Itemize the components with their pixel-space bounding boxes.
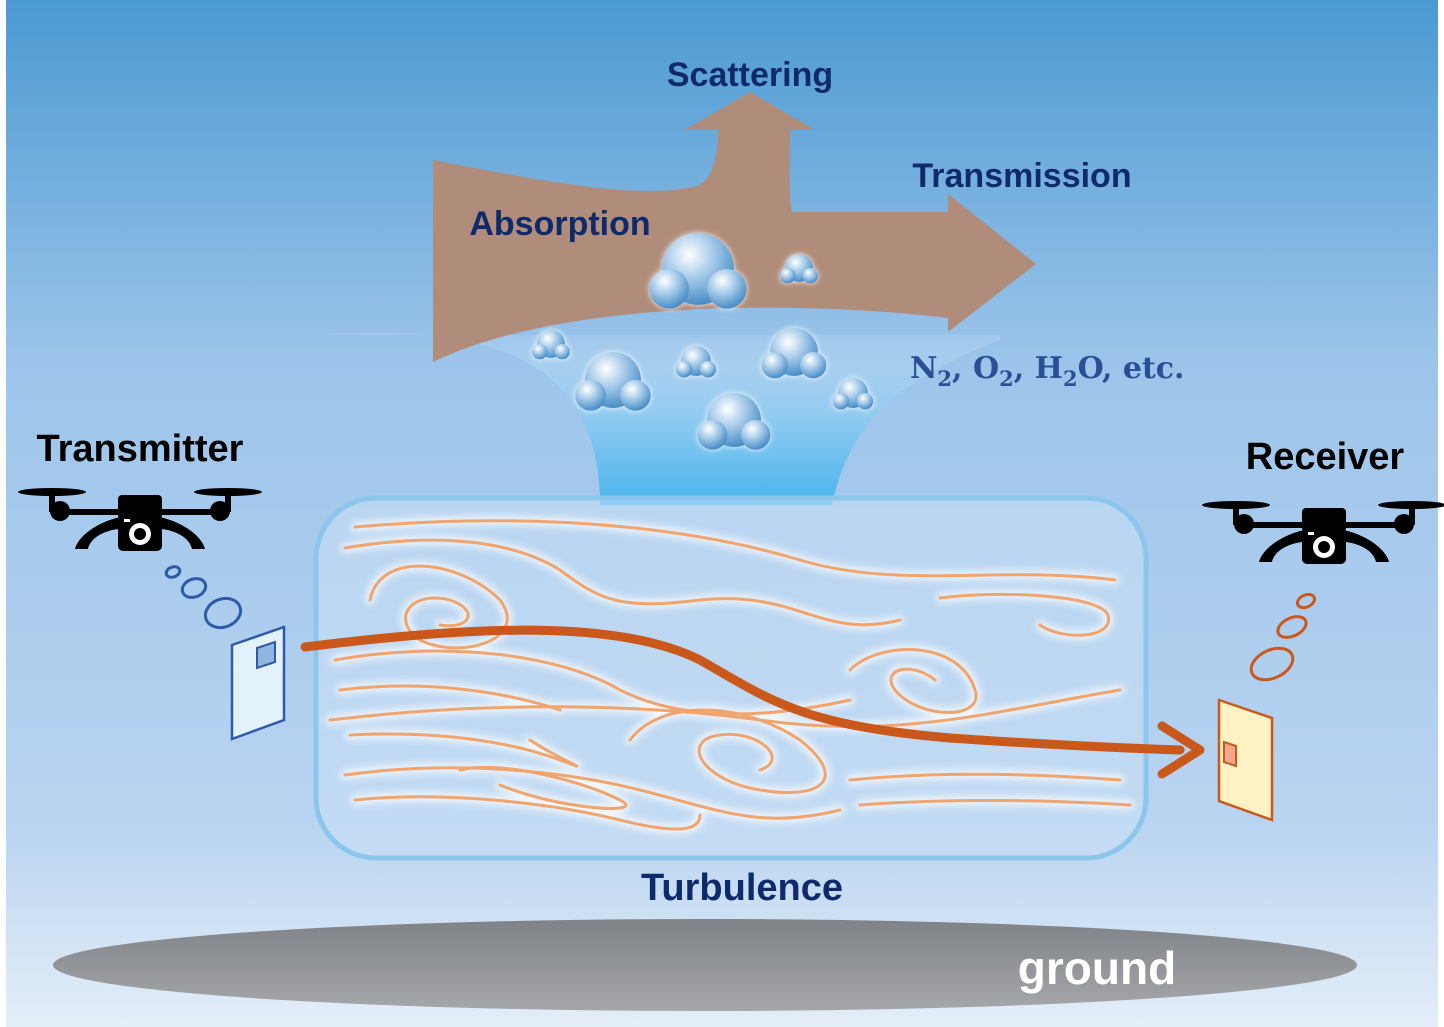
transmitter-panel-icon xyxy=(230,625,286,741)
receiver-panel-icon xyxy=(1217,698,1274,822)
optical-beam xyxy=(300,625,1185,755)
receiver-drone-icon xyxy=(1202,501,1444,564)
turbulence-label: Turbulence xyxy=(641,867,843,909)
interaction-funnel xyxy=(320,332,1000,505)
turbulence-swirls xyxy=(325,516,1135,834)
transmitter-signal-rings-icon xyxy=(164,565,243,630)
beam-arrowhead xyxy=(1157,721,1205,779)
transmitter-drone-icon xyxy=(18,488,262,551)
interaction-arrow xyxy=(433,92,1036,362)
receiver-label: Receiver xyxy=(1246,436,1405,478)
ground-label: ground xyxy=(1018,942,1176,994)
transmission-label: Transmission xyxy=(912,157,1131,195)
scattering-label: Scattering xyxy=(667,56,833,94)
transmitter-label: Transmitter xyxy=(37,428,244,470)
absorption-label: Absorption xyxy=(469,205,650,243)
molecule-species-label: N2, O2, H2O, etc. xyxy=(910,351,1185,391)
ground-ellipse xyxy=(53,919,1357,1011)
receiver-signal-rings-icon xyxy=(1249,592,1317,682)
